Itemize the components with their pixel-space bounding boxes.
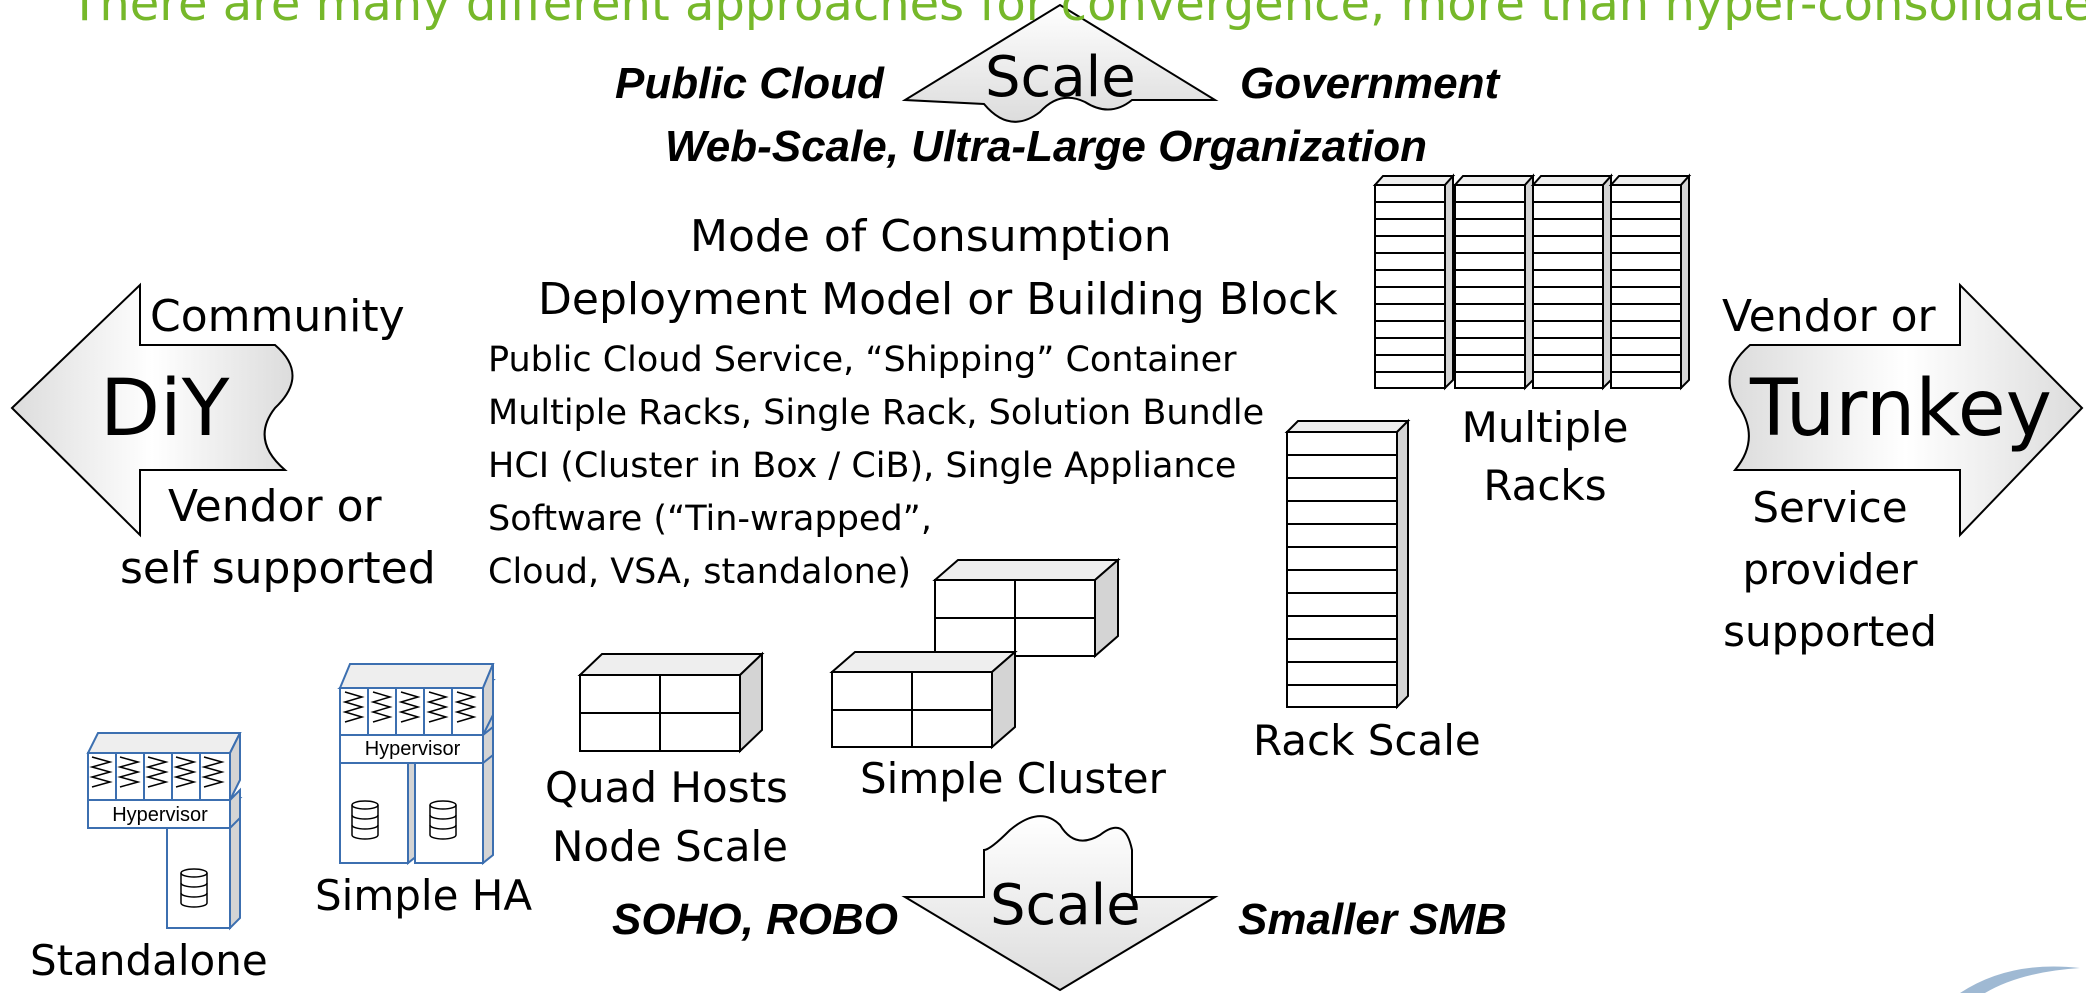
rack-scale-drawing — [1284, 418, 1411, 710]
racks-label: Racks — [1483, 461, 1607, 510]
top-scale-arrow — [901, 3, 1219, 123]
turnkey-vendor-label: Vendor or — [1722, 291, 1936, 342]
provider-label: provider — [1742, 545, 1918, 594]
rack-3 — [1530, 173, 1614, 391]
diy-arrow — [10, 282, 294, 538]
node-scale-label: Node Scale — [552, 822, 788, 871]
service-label: Service — [1752, 483, 1908, 532]
soho-robo-label: SOHO, ROBO — [612, 895, 899, 944]
government-label: Government — [1240, 59, 1500, 108]
deployment-list: Public Cloud Service, “Shipping” Contain… — [488, 334, 1264, 599]
simple-cluster-drawing — [829, 557, 1121, 750]
logo-swoosh — [1960, 966, 2080, 993]
bottom-scale-arrow — [901, 815, 1219, 992]
disk-icon — [429, 800, 457, 840]
multiple-label: Multiple — [1461, 403, 1629, 452]
list-item: Public Cloud Service, “Shipping” Contain… — [488, 340, 1237, 380]
deployment-model-title: Deployment Model or Building Block — [538, 274, 1338, 325]
turnkey-arrow — [1728, 282, 2084, 538]
quad-hosts-drawing — [577, 651, 765, 754]
turnkey-label: Turnkey — [1750, 364, 2052, 454]
smaller-smb-label: Smaller SMB — [1238, 895, 1507, 944]
list-item: Cloud, VSA, standalone) — [488, 552, 911, 592]
self-supported-label: self supported — [120, 543, 436, 594]
list-item: Software (“Tin-wrapped”, — [488, 499, 932, 539]
standalone-label: Standalone — [30, 936, 268, 985]
community-label: Community — [150, 291, 405, 342]
standalone-drawing — [86, 732, 243, 931]
list-item: HCI (Cluster in Box / CiB), Single Appli… — [488, 446, 1237, 486]
list-item: Multiple Racks, Single Rack, Solution Bu… — [488, 393, 1265, 433]
diy-label: DiY — [100, 364, 230, 454]
quad-hosts-label: Quad Hosts — [545, 763, 788, 812]
diy-vendor-label: Vendor or — [168, 481, 382, 532]
public-cloud-label: Public Cloud — [615, 59, 884, 108]
top-scale-label: Scale — [985, 45, 1136, 110]
multiple-racks-drawing — [1372, 173, 1692, 391]
supported-label: supported — [1723, 607, 1937, 656]
web-scale-label: Web-Scale, Ultra-Large Organization — [665, 122, 1428, 171]
rack-4 — [1608, 173, 1692, 391]
rack-1 — [1372, 173, 1456, 391]
headline: There are many different approaches for … — [70, 0, 2086, 32]
simple-cluster-label: Simple Cluster — [860, 754, 1166, 803]
hypervisor-label: Hypervisor — [112, 804, 208, 826]
bottom-scale-label: Scale — [990, 873, 1141, 938]
disk-icon — [351, 800, 379, 840]
hypervisor-label: Hypervisor — [364, 738, 461, 760]
rack-2 — [1452, 173, 1536, 391]
simple-ha-drawing — [337, 663, 496, 866]
mode-of-consumption-title: Mode of Consumption — [690, 211, 1172, 262]
disk-icon — [180, 868, 208, 908]
simple-ha-label: Simple HA — [315, 871, 533, 920]
cluster-node-top — [932, 557, 1121, 659]
rack-scale-label: Rack Scale — [1253, 716, 1481, 765]
cluster-node-bottom — [829, 649, 1018, 750]
